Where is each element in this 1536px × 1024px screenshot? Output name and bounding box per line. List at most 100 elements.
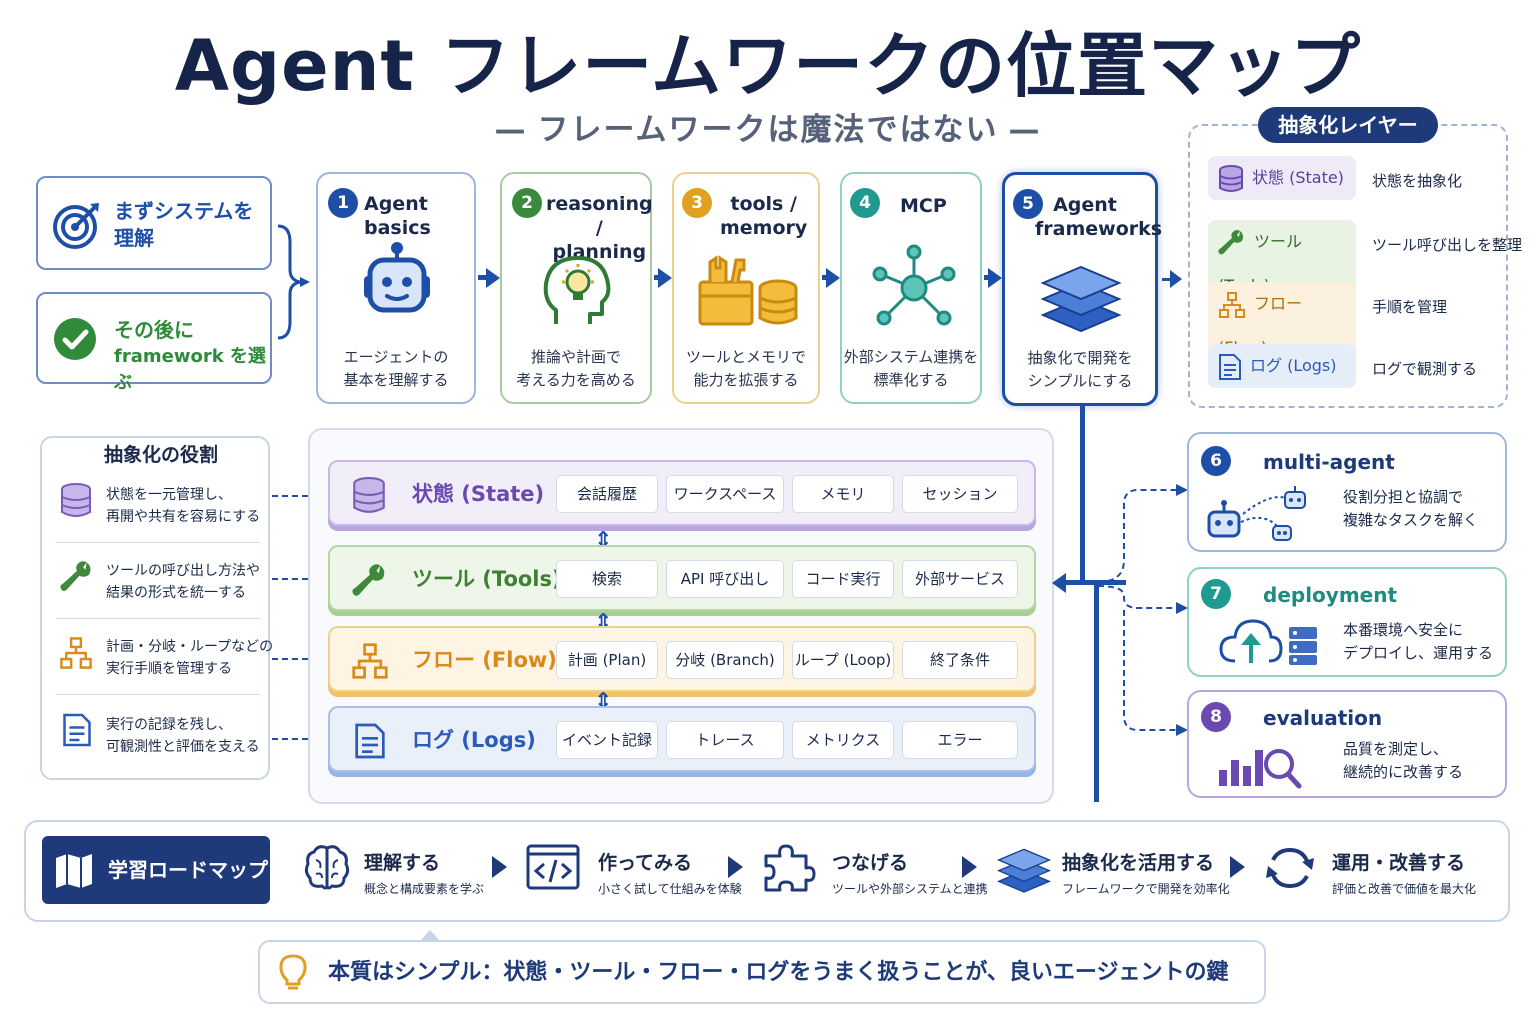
step-desc: 推論や計画で考える力を高める [502, 346, 650, 392]
step-card-mcp: 4 MCP 外部システム連携を標準化する [840, 172, 982, 404]
frameworks-connector-line [1066, 580, 1126, 585]
wrench-icon [1218, 229, 1244, 254]
roadmap-arrow [492, 856, 507, 878]
layer-bar-tools: ツール (Tools) 検索 API 呼び出し コード実行 外部サービス [328, 545, 1036, 611]
roadmap-step-desc: フレームワークで開発を効率化 [1062, 882, 1230, 896]
roadmap-arrow [728, 856, 743, 878]
divider [56, 618, 260, 619]
subtitle-text: フレームワークは魔法ではない [537, 112, 999, 148]
flow-arrow-5 [1170, 270, 1182, 288]
roadmap-label-text: 学習ロードマップ [108, 858, 268, 882]
network-hub-icon [872, 244, 956, 326]
roadmap-step-title: つなげる [832, 852, 909, 874]
document-icon [1219, 353, 1241, 380]
roles-header: 抽象化の役割 [104, 444, 219, 466]
card-evaluation: 8 evaluation 品質を測定し、継続的に改善する [1187, 690, 1507, 798]
role-text: 計画・分岐・ループなどの実行手順を管理する [106, 636, 296, 680]
puzzle-icon [764, 844, 816, 892]
layers-stack-icon [996, 848, 1052, 893]
roadmap-step-desc: 概念と構成要素を学ぶ [364, 882, 485, 896]
card-desc: 本番環境へ安全にデプロイし、運用する [1343, 619, 1493, 665]
abstraction-item-desc: 状態を抽象化 [1372, 172, 1463, 190]
layer-chip: メモリ [792, 475, 894, 513]
role-text-line1: 実行の記録を残し、 [106, 717, 232, 733]
step-desc-line2: 基本を理解する [343, 371, 449, 389]
step-card-agent-frameworks: 5 Agent frameworks 抽象化で開発をシンプルにする [1002, 172, 1163, 406]
step-card-reasoning: 2 reasoning / planning 推論や計画で考える力を高める [500, 172, 653, 404]
card-number: 6 [1201, 446, 1231, 476]
flow-arrow-2 [658, 268, 672, 288]
card-title: deployment [1263, 583, 1398, 607]
footer-text: 本質はシンプル：状態・ツール・フロー・ログをうまく扱うことが、良いエージェントの… [328, 960, 1229, 985]
divider [56, 542, 260, 543]
layer-chip: セッション [902, 475, 1018, 513]
layer-name: フロー (Flow) [412, 648, 557, 672]
intro-then-line1: その後に [114, 318, 194, 342]
card-title: evaluation [1263, 706, 1383, 730]
role-text: 実行の記録を残し、可観測性と評価を支える [106, 714, 296, 758]
roadmap-step-title: 抽象化を活用する [1062, 852, 1215, 874]
card-desc-line1: 品質を測定し、 [1343, 740, 1449, 758]
flow-chart-icon [352, 643, 388, 679]
flow-chart-icon [1219, 291, 1245, 318]
layer-chip: エラー [902, 721, 1018, 759]
abstraction-item-logs: ログ (Logs) [1208, 344, 1356, 388]
step-card-tools-memory: 3 tools / memory ツールとメモリで能力を拡張する [672, 172, 820, 404]
intro-first-text: まずシステムを 理解 [114, 199, 254, 250]
card-title: multi-agent [1263, 450, 1395, 474]
refresh-cycle-icon [1266, 847, 1314, 889]
step-number: 3 [682, 188, 712, 218]
card-desc: 品質を測定し、継続的に改善する [1343, 738, 1463, 784]
connector-dotted [272, 578, 318, 580]
layer-chip: API 呼び出し [666, 560, 784, 598]
branch-connectors [1097, 484, 1188, 736]
toolbox-database-icon [698, 255, 798, 326]
chart-magnifier-icon [1219, 749, 1302, 789]
roadmap-arrow [962, 856, 977, 878]
database-icon [61, 483, 91, 517]
step-desc-line1: 外部システム連携を [843, 348, 979, 366]
robot-icon [364, 242, 430, 313]
role-text-line1: 計画・分岐・ループなどの [106, 639, 274, 655]
step-card-agent-basics: 1 Agent basics エージェントの基本を理解する [316, 172, 476, 404]
role-row-tools: ツールの呼び出し方法や結果の形式を統一する [52, 548, 294, 624]
cloud-upload-server-icon [1219, 619, 1317, 665]
wrench-icon [352, 564, 385, 596]
step-desc-line2: シンプルにする [1027, 372, 1133, 390]
learning-roadmap: 学習ロードマップ 理解する 概念と構成要素を学ぶ 作ってみる 小さく試して仕組み… [24, 820, 1510, 922]
document-icon [355, 723, 385, 759]
step-desc-line2: 考える力を高める [516, 371, 636, 389]
layer-chip: イベント記録 [556, 721, 658, 759]
abstraction-item-state: 状態 (State) [1208, 156, 1356, 200]
layer-chip: 終了条件 [902, 641, 1018, 679]
card-desc: 役割分担と協調で複雑なタスクを解く [1343, 486, 1478, 532]
step-number: 5 [1013, 189, 1043, 219]
layer-chip: 外部サービス [902, 560, 1018, 598]
abstraction-layer-header: 抽象化レイヤー [1258, 107, 1438, 143]
flow-arrow-4 [988, 268, 1002, 288]
flow-arrow-line [822, 275, 828, 280]
flow-arrow-line [654, 275, 660, 280]
step-title: Agent frameworks [1035, 194, 1163, 240]
role-text-line2: 結果の形式を統一する [106, 585, 246, 601]
role-row-logs: 実行の記録を残し、可観測性と評価を支える [52, 702, 294, 778]
frameworks-connector-line [1080, 406, 1085, 582]
brain-icon [304, 845, 350, 890]
footer-pointer [420, 930, 440, 941]
step-desc: 外部システム連携を標準化する [842, 346, 980, 392]
document-icon [63, 713, 91, 747]
intro-bracket [277, 224, 310, 340]
layer-bar-flow: フロー (Flow) 計画 (Plan) 分岐 (Branch) ループ (Lo… [328, 626, 1036, 692]
roadmap-step-title: 作ってみる [598, 852, 693, 874]
abstraction-item-label: 状態 (State) [1252, 168, 1344, 187]
step-title: tools / memory [720, 193, 808, 239]
intro-card-first: まずシステムを 理解 [36, 176, 272, 270]
database-icon [353, 477, 385, 513]
roles-panel: 抽象化の役割 状態を一元管理し、再開や共有を容易にする ツールの呼び出し方法や結… [40, 436, 273, 780]
step-title: Agent basics [364, 193, 431, 239]
step-desc-line1: エージェントの [343, 348, 449, 366]
layer-bar-state: 状態 (State) 会話履歴 ワークスペース メモリ セッション [328, 460, 1036, 526]
abstraction-item-desc: 手順を管理 [1372, 298, 1448, 316]
role-row-state: 状態を一元管理し、再開や共有を容易にする [52, 472, 294, 548]
connector-dotted [272, 658, 318, 660]
